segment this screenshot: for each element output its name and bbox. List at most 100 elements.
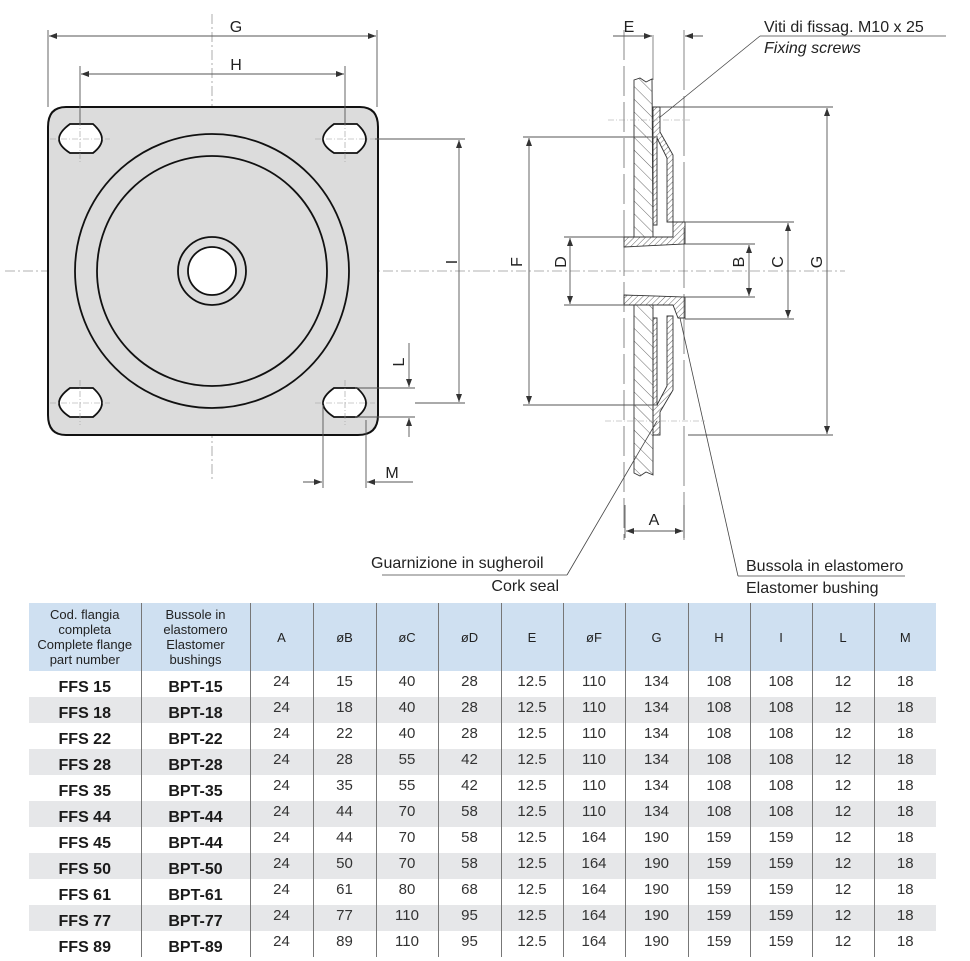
dimension-cell: 12.5	[500, 853, 563, 879]
column-header: H	[687, 603, 750, 671]
dimension-cell: 18	[873, 671, 936, 697]
slot-hole-top-left	[58, 123, 103, 154]
flange-code-cell: FFS 18	[29, 697, 141, 723]
center-hole	[187, 246, 237, 296]
side-section-view: E F D B C	[371, 19, 946, 597]
dimension-cell: 134	[624, 749, 688, 775]
column-header-line: A	[277, 629, 286, 645]
label-A: A	[649, 512, 660, 529]
bushing-code-cell: BPT-22	[140, 723, 250, 749]
column-header-line: øC	[398, 629, 416, 645]
bushing-code-cell: BPT-15	[140, 671, 250, 697]
column-header-line: øB	[336, 629, 353, 645]
dimension-cell: 77	[312, 905, 376, 931]
dimension-cell: 35	[312, 775, 376, 801]
dimension-cell: 110	[562, 775, 625, 801]
label-F: F	[509, 257, 526, 267]
elastomer-bushing-bottom	[623, 294, 686, 319]
dimension-cell: 134	[624, 697, 688, 723]
dim-H	[79, 66, 346, 124]
dim-I	[375, 138, 465, 404]
dimension-cell: 12.5	[500, 749, 563, 775]
elastomer-bushing-top	[623, 221, 686, 248]
dimension-cell: 108	[749, 723, 812, 749]
dimension-cell: 190	[624, 853, 688, 879]
dimension-cell: 18	[873, 931, 936, 957]
dimension-cell: 108	[687, 801, 750, 827]
dimension-cell: 108	[687, 723, 750, 749]
dimension-cell: 110	[562, 671, 625, 697]
dimension-cell: 164	[562, 853, 625, 879]
dimension-cell: 12.5	[500, 801, 563, 827]
dimension-cell: 70	[375, 853, 438, 879]
dimension-cell: 24	[249, 879, 313, 905]
flange-profile-top	[652, 106, 674, 226]
dimension-cell: 134	[624, 801, 688, 827]
bushing-code-cell: BPT-89	[140, 931, 250, 957]
dimension-cell: 159	[749, 879, 812, 905]
dimension-cell: 18	[873, 749, 936, 775]
dimension-cell: 164	[562, 827, 625, 853]
column-header: G	[624, 603, 688, 671]
dimension-cell: 61	[312, 879, 376, 905]
fixing-screws-en: Fixing screws	[764, 40, 861, 57]
dimension-cell: 108	[687, 671, 750, 697]
dimension-cell: 12.5	[500, 697, 563, 723]
dimension-cell: 159	[687, 853, 750, 879]
dimension-cell: 110	[562, 749, 625, 775]
label-M: M	[385, 465, 398, 482]
bushing-code-cell: BPT-18	[140, 697, 250, 723]
dimension-cell: 12	[811, 905, 874, 931]
flange-code-cell: FFS 77	[29, 905, 141, 931]
column-header: A	[249, 603, 313, 671]
dimension-cell: 44	[312, 801, 376, 827]
dimension-cell: 95	[437, 931, 501, 957]
label-E: E	[624, 19, 635, 36]
dimension-cell: 190	[624, 827, 688, 853]
bushing-ring	[177, 236, 247, 306]
dimension-cell: 12.5	[500, 827, 563, 853]
dimension-cell: 95	[437, 905, 501, 931]
dimension-cell: 12.5	[500, 931, 563, 957]
label-B: B	[731, 257, 748, 268]
dimension-cell: 12.5	[500, 671, 563, 697]
dimension-cell: 12	[811, 827, 874, 853]
column-header-line: øF	[586, 629, 602, 645]
dimension-cell: 50	[312, 853, 376, 879]
flange-code-cell: FFS 22	[58, 731, 111, 748]
slot-hole-top-right	[322, 123, 367, 154]
flange-code-cell: FFS 89	[58, 939, 111, 956]
dimension-cell: 18	[873, 723, 936, 749]
dim-F	[523, 136, 658, 406]
dimension-cell: 40	[375, 723, 438, 749]
column-header: øF	[562, 603, 625, 671]
dimension-cell: 110	[375, 931, 438, 957]
bushing-code-cell: BPT-44	[140, 801, 250, 827]
bushing-code-cell: BPT-35	[140, 775, 250, 801]
dimension-cell: 159	[749, 905, 812, 931]
dimension-cell: 190	[624, 879, 688, 905]
dim-G-side	[660, 106, 833, 436]
dim-A	[624, 505, 685, 538]
dimension-cell: 12	[811, 931, 874, 957]
dimension-cell: 80	[375, 879, 438, 905]
dimension-cell: 70	[375, 827, 438, 853]
callout-elastomer-bushing: Bussola in elastomero Elastomer bushing	[679, 317, 905, 597]
dimension-cell: 110	[375, 905, 438, 931]
dimension-cell: 108	[749, 801, 812, 827]
dim-L	[355, 343, 415, 437]
outer-ring	[74, 133, 350, 409]
dimension-cell: 159	[749, 853, 812, 879]
column-header-line: øD	[460, 629, 479, 645]
dimension-cell: 108	[687, 775, 750, 801]
dimension-cell: 159	[749, 931, 812, 957]
dimension-cell: 159	[687, 931, 750, 957]
dimension-cell: 28	[437, 697, 501, 723]
column-header: øB	[312, 603, 376, 671]
